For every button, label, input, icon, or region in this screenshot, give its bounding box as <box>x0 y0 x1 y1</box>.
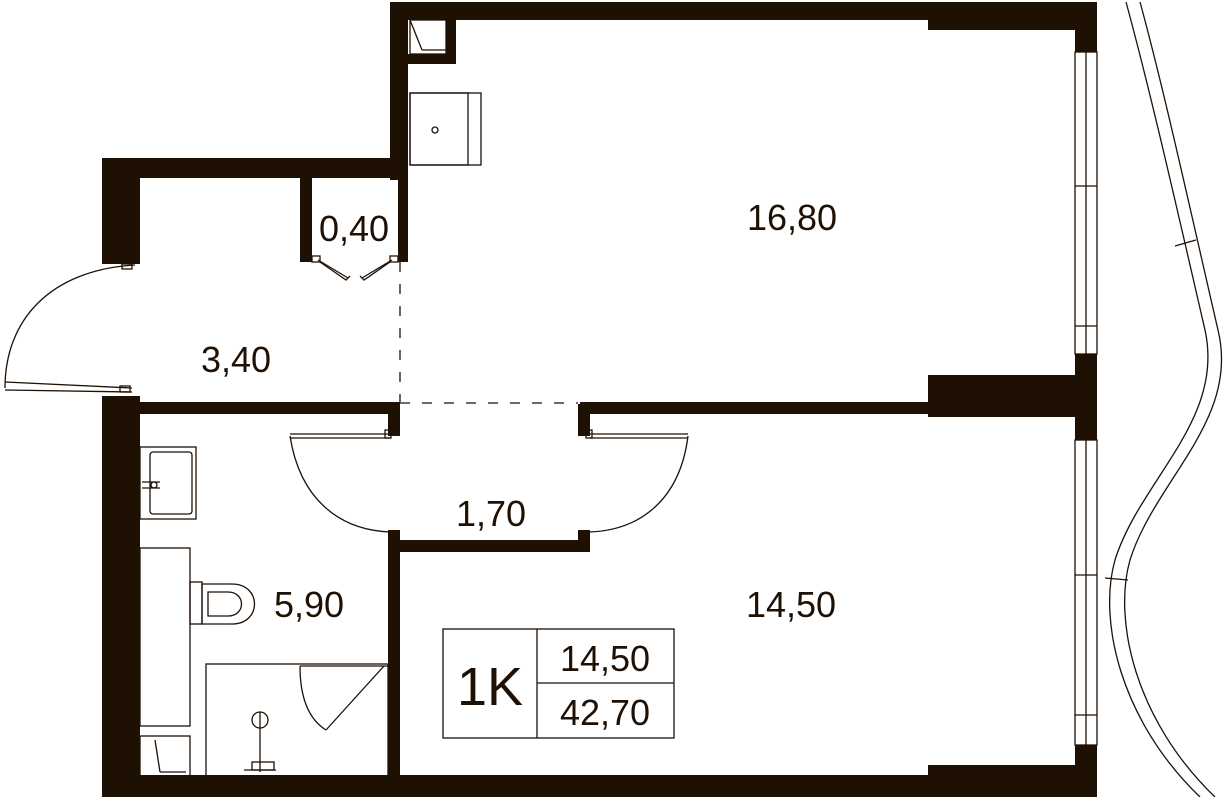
closet-area: 0,40 <box>319 208 389 249</box>
closet-doors <box>311 255 399 281</box>
bathroom-door <box>289 429 392 533</box>
apartment-info-box: 1K 14,50 42,70 <box>442 628 675 739</box>
shelf <box>139 735 191 777</box>
apartment-type: 1K <box>457 657 523 717</box>
toilet <box>189 581 256 625</box>
living-room-area: 16,80 <box>747 197 837 238</box>
kitchen-unit <box>409 92 482 166</box>
counter <box>139 547 191 727</box>
balcony-outline <box>1104 1 1223 797</box>
walls <box>102 2 1097 797</box>
bathroom-area: 5,90 <box>274 584 344 625</box>
windows <box>1074 51 1098 746</box>
vent-shaft <box>409 19 447 55</box>
bedroom-area: 14,50 <box>746 584 836 625</box>
shower <box>205 663 389 777</box>
hallway-area: 3,40 <box>201 339 271 380</box>
living-area-value: 14,50 <box>560 638 650 679</box>
open-passages <box>399 262 578 404</box>
corridor-area: 1,70 <box>456 493 526 534</box>
entrance-door <box>4 263 136 393</box>
washbasin <box>139 446 197 520</box>
bedroom-door <box>585 429 689 533</box>
total-area-value: 42,70 <box>560 692 650 733</box>
